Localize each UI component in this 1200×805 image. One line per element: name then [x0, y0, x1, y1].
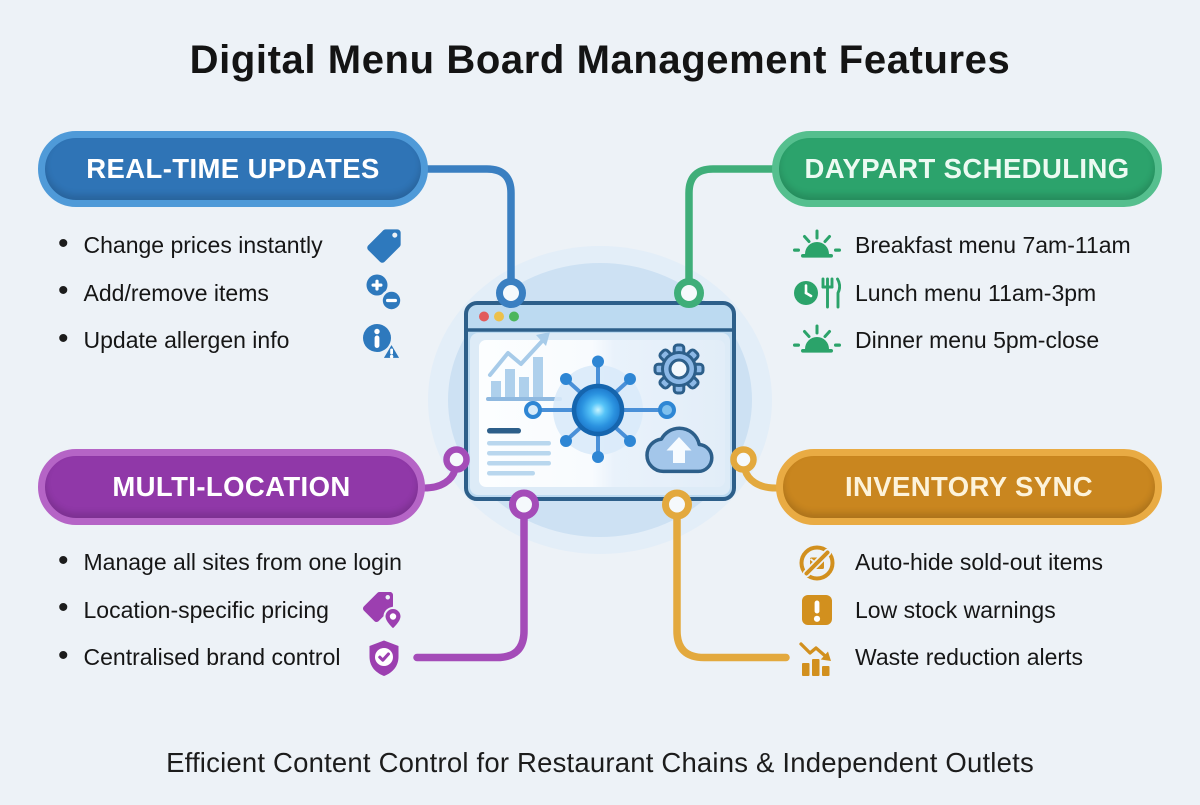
- lunch-clock-icon: [792, 273, 842, 313]
- page-title: Digital Menu Board Management Features: [189, 38, 1011, 82]
- pill-realtime-updates: REAL-TIME UPDATES: [38, 131, 428, 207]
- bullet-dot: •: [58, 321, 69, 355]
- pill-daypart-scheduling: DAYPART SCHEDULING: [772, 131, 1162, 207]
- feature-text: Waste reduction alerts: [855, 644, 1083, 671]
- gear-icon: [653, 343, 705, 395]
- connector-node-blue: [496, 278, 526, 308]
- daypart-feature-list: Breakfast menu 7am-11am: [792, 222, 1162, 365]
- connector-node-orange-bottom: [662, 489, 692, 520]
- pill-inventory-sync: INVENTORY SYNC: [776, 449, 1162, 525]
- feature-item: • Change prices instantly: [58, 222, 404, 270]
- sunset-icon: [792, 322, 842, 360]
- shield-check-icon: [364, 638, 404, 678]
- feature-item: Low stock warnings: [792, 587, 1132, 635]
- feature-item: Dinner menu 5pm-close: [792, 317, 1162, 365]
- connector-orange-bottom: [673, 511, 790, 662]
- connector-blue: [422, 165, 515, 285]
- bullet-dot: •: [58, 543, 69, 577]
- pill-daypart-label: DAYPART SCHEDULING: [804, 153, 1130, 184]
- feature-item: • Update allergen info: [58, 317, 404, 365]
- text-lines: [487, 428, 551, 476]
- connector-purple-side: [420, 466, 459, 492]
- feature-text: Auto-hide sold-out items: [855, 549, 1104, 576]
- feature-text: Manage all sites from one login: [83, 549, 402, 576]
- connector-green: [685, 165, 778, 285]
- add-remove-icon: [364, 273, 404, 313]
- network-hub-icon: [524, 355, 676, 463]
- bar-chart-icon: [486, 332, 562, 401]
- feature-item: Breakfast menu 7am-11am: [792, 222, 1162, 270]
- feature-text: Update allergen info: [83, 327, 290, 354]
- pill-multi-location: MULTI-LOCATION: [38, 449, 425, 525]
- connector-purple-bottom: [413, 511, 528, 662]
- feature-text: Low stock warnings: [855, 596, 1056, 623]
- bullet-dot: •: [58, 591, 69, 625]
- sold-out-icon: [792, 543, 842, 583]
- bullet-dot: •: [58, 226, 69, 260]
- feature-item: • Manage all sites from one login: [58, 539, 404, 587]
- feature-text: Lunch menu 11am-3pm: [855, 279, 1097, 306]
- feature-item: Lunch menu 11am-3pm: [792, 270, 1162, 318]
- feature-text: Dinner menu 5pm-close: [855, 327, 1100, 354]
- multilocation-feature-list: • Manage all sites from one login • Loca…: [58, 539, 404, 682]
- connector-nodes: [443, 278, 757, 520]
- browser-window: [464, 301, 736, 501]
- feature-item: Auto-hide sold-out items: [792, 539, 1132, 587]
- connector-node-green: [674, 278, 704, 308]
- feature-item: • Centralised brand control: [58, 634, 404, 682]
- feature-item: Waste reduction alerts: [792, 634, 1132, 682]
- tag-location-icon: [360, 589, 404, 632]
- price-tag-icon: [364, 226, 404, 266]
- sunrise-icon: [792, 227, 842, 265]
- connector-node-purple-bottom: [509, 489, 539, 520]
- feature-text: Add/remove items: [83, 279, 269, 306]
- pill-inventory-label: INVENTORY SYNC: [844, 471, 1094, 502]
- allergen-alert-icon: [360, 321, 404, 361]
- connector-node-orange-side: [730, 446, 757, 473]
- feature-text: Breakfast menu 7am-11am: [855, 232, 1131, 259]
- waste-reduction-icon: [792, 638, 842, 678]
- pill-realtime-label: REAL-TIME UPDATES: [86, 153, 380, 184]
- pill-multilocation-label: MULTI-LOCATION: [112, 471, 351, 502]
- realtime-feature-list: • Change prices instantly • Add/remove i…: [58, 222, 404, 365]
- low-stock-warning-icon: [792, 590, 842, 630]
- inventory-feature-list: Auto-hide sold-out items Low stock warni…: [792, 539, 1132, 682]
- footer-caption: Efficient Content Control for Restaurant…: [166, 747, 1034, 778]
- bullet-dot: •: [58, 274, 69, 308]
- feature-text: Location-specific pricing: [83, 596, 329, 623]
- feature-text: Change prices instantly: [83, 232, 323, 259]
- bullet-dot: •: [58, 638, 69, 672]
- feature-item: • Location-specific pricing: [58, 587, 404, 635]
- traffic-light-dots: [479, 311, 519, 322]
- connector-node-purple-side: [443, 446, 470, 473]
- feature-item: • Add/remove items: [58, 270, 404, 318]
- feature-text: Centralised brand control: [83, 644, 341, 671]
- connector-orange-side: [741, 466, 780, 492]
- cloud-upload-icon: [645, 426, 714, 474]
